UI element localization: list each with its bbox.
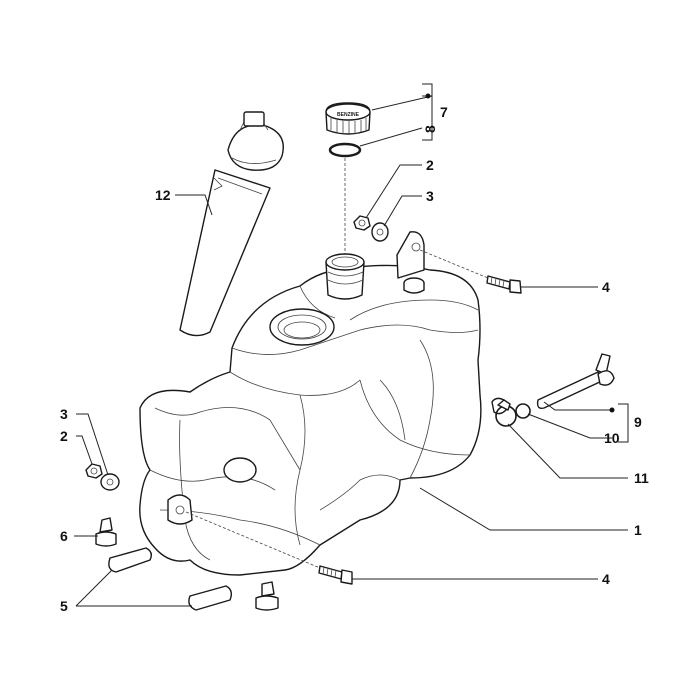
vent-pipe: [536, 353, 615, 410]
leader-2-upper: [365, 164, 422, 219]
hose-clamp: [495, 399, 517, 427]
leader-2-lower: [76, 435, 93, 465]
callout-3-upper: 3: [426, 188, 434, 204]
leader-11: [507, 423, 628, 479]
leader-7: [371, 95, 433, 111]
fuel-cap: BENZINE: [325, 102, 371, 135]
leader-8: [359, 127, 423, 147]
leader-10: [527, 413, 612, 439]
rubber-bumper: [95, 517, 117, 547]
rubber-pad-left: [108, 547, 153, 573]
callout-9: 9: [634, 414, 642, 430]
callout-8: 8: [422, 125, 438, 133]
bullet-9: [609, 407, 615, 413]
callout-1: 1: [634, 522, 642, 538]
bracket-7-8: [422, 83, 433, 141]
bullet-7: [425, 93, 431, 99]
leader-3-upper: [383, 195, 422, 227]
callout-7: 7: [440, 104, 448, 120]
o-ring: [328, 142, 362, 158]
callout-11: 11: [634, 470, 649, 486]
callout-4-lower: 4: [602, 571, 610, 587]
washer-lower: [100, 473, 120, 491]
callout-3-lower: 3: [60, 406, 68, 422]
bolt-lower: [318, 565, 353, 585]
leader-1: [419, 487, 628, 531]
leader-3-lower: [76, 413, 109, 476]
callout-12: 12: [155, 187, 171, 203]
leader-12: [175, 194, 213, 216]
cap-label: BENZINE: [337, 112, 360, 118]
leader-9: [543, 401, 612, 411]
callout-2-upper: 2: [426, 157, 434, 173]
callout-2-lower: 2: [60, 428, 68, 444]
fuel-tank: [139, 231, 507, 576]
rubber-bumper-bottom: [255, 581, 279, 611]
rubber-pad-right: [188, 585, 233, 611]
nut-lower: [85, 463, 103, 479]
fuel-level-sender: [179, 111, 284, 337]
washer-upper: [371, 222, 389, 242]
callout-6: 6: [60, 528, 68, 544]
bracket-9-10: [618, 403, 629, 443]
callout-10: 10: [604, 430, 620, 446]
seal-ring: [515, 403, 531, 419]
bolt-upper: [486, 275, 522, 294]
callout-5: 5: [60, 598, 68, 614]
nut-upper: [353, 215, 371, 231]
callout-4-upper: 4: [602, 279, 610, 295]
leader-5-a: [75, 569, 113, 607]
